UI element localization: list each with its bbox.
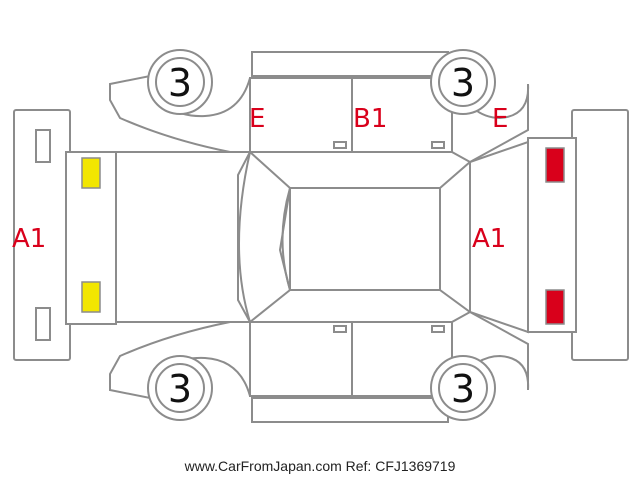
wheel-top-right: 3 bbox=[430, 49, 496, 115]
headlight-mark-bottom bbox=[81, 281, 101, 313]
wheel-top-right-count: 3 bbox=[451, 61, 475, 105]
code-front-bumper: A1 bbox=[12, 224, 46, 254]
front-bumper-slot-top bbox=[35, 129, 51, 163]
bottom-rear-door-handle bbox=[431, 325, 445, 333]
code-top-rear-fender: E bbox=[492, 104, 508, 134]
wheel-bottom-right: 3 bbox=[430, 355, 496, 421]
wheel-top-left: 3 bbox=[147, 49, 213, 115]
rear-window bbox=[439, 159, 471, 314]
wheel-bottom-left: 3 bbox=[147, 355, 213, 421]
bottom-side-sill bbox=[251, 397, 449, 423]
top-side-sill bbox=[251, 51, 449, 77]
front-bumper-slot-bottom bbox=[35, 307, 51, 341]
bottom-front-door bbox=[249, 321, 353, 397]
headlight-mark-top bbox=[81, 157, 101, 189]
bottom-front-door-handle bbox=[333, 325, 347, 333]
taillight-mark-bottom bbox=[545, 289, 565, 325]
windshield bbox=[238, 150, 292, 324]
wheel-bottom-left-count: 3 bbox=[168, 367, 192, 411]
wheel-top-left-count: 3 bbox=[168, 61, 192, 105]
roof-front-line bbox=[281, 187, 291, 291]
code-rear-panel: A1 bbox=[472, 224, 506, 254]
top-rear-door-handle bbox=[431, 141, 445, 149]
top-front-door-handle bbox=[333, 141, 347, 149]
rear-bumper bbox=[571, 109, 629, 361]
wheel-bottom-right-count: 3 bbox=[451, 367, 475, 411]
hood bbox=[115, 151, 252, 323]
code-top-front-fender: E bbox=[249, 104, 265, 134]
footer-reference: www.CarFromJapan.com Ref: CFJ1369719 bbox=[184, 458, 456, 474]
code-b-pillar: B1 bbox=[353, 104, 387, 134]
roof bbox=[289, 187, 441, 291]
taillight-mark-top bbox=[545, 147, 565, 183]
